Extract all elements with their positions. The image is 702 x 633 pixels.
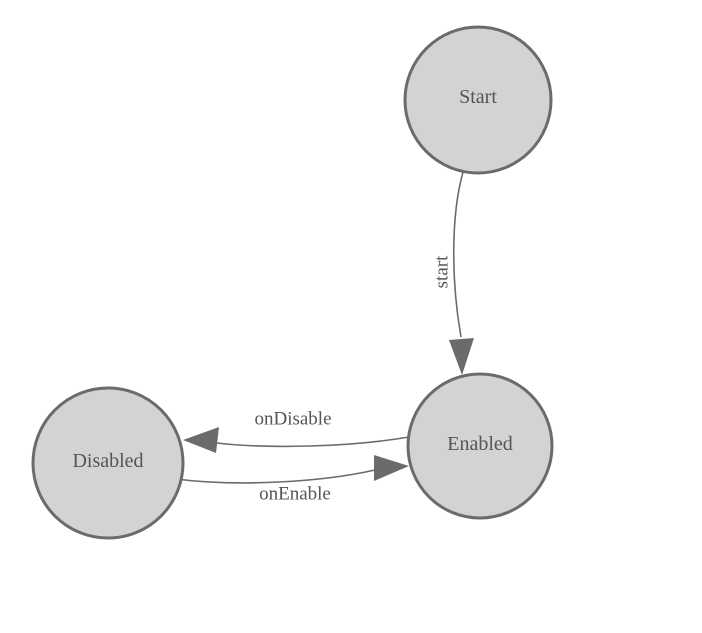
edge-enabled-to-disabled-path (216, 436, 410, 448)
edge-start-to-enabled[interactable]: start (432, 171, 475, 375)
node-enabled-circle (406, 372, 554, 520)
edge-start-to-enabled-arrowhead (449, 338, 474, 375)
node-enabled-label: Enabled (447, 433, 513, 455)
edge-start-to-enabled-path (452, 171, 464, 338)
edge-disabled-to-enabled-arrowhead (374, 455, 409, 481)
node-start-circle (403, 25, 553, 175)
node-start-label: Start (459, 86, 497, 108)
edge-disabled-to-enabled-path (175, 469, 376, 484)
edge-disabled-to-enabled[interactable]: onEnable (175, 455, 409, 505)
node-enabled[interactable]: Enabled (406, 372, 554, 520)
node-disabled[interactable]: Disabled (31, 386, 185, 540)
edge-start-to-enabled-label: start (432, 255, 453, 288)
edge-enabled-to-disabled-arrowhead (183, 427, 219, 453)
edge-enabled-to-disabled[interactable]: onDisable (183, 409, 410, 454)
edge-disabled-to-enabled-label: onEnable (259, 484, 331, 505)
node-disabled-circle (31, 386, 185, 540)
node-disabled-label: Disabled (72, 450, 143, 472)
edge-enabled-to-disabled-label: onDisable (254, 409, 331, 430)
node-start[interactable]: Start (403, 25, 553, 175)
